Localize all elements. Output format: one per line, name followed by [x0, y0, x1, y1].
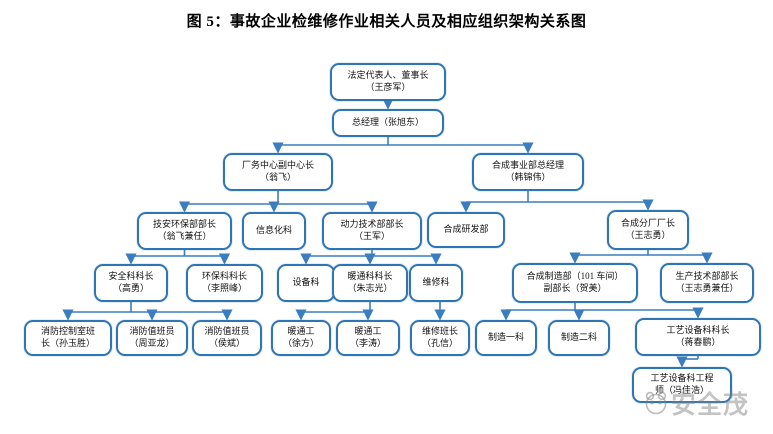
org-node-label: 暖通工 — [354, 326, 382, 337]
org-node-label: （高勇） — [112, 283, 149, 293]
org-node-label: 制造二科 — [560, 332, 597, 343]
org-node-label: 合成事业部总经理 — [491, 160, 564, 171]
org-node-label: 副部长（贺美） — [543, 283, 607, 293]
org-node-legal-rep: 法定代表人、董事长（王彦军） — [330, 63, 446, 101]
org-node-label: 合成研发部 — [443, 224, 489, 235]
org-node-synth-gm: 合成事业部总经理（韩锦伟） — [472, 153, 584, 191]
org-node-label: （周亚龙） — [129, 338, 175, 348]
org-node-label: （翁飞） — [259, 172, 296, 182]
org-node-label: （孔信） — [421, 338, 458, 348]
org-node-label: 总经理（张旭东） — [351, 117, 424, 128]
org-node-fire-duty-2: 消防值班员（侯斌） — [192, 320, 262, 356]
org-node-label: 工艺设备科工程 — [650, 373, 714, 384]
org-node-branch-head: 合成分厂厂长（王志勇） — [607, 210, 689, 250]
org-node-equip-dept: 设备科 — [277, 264, 335, 302]
org-node-label: 师（冯佳浩） — [654, 385, 709, 395]
org-node-power-tech: 动力技术部部长（王军） — [322, 212, 422, 250]
org-node-label: （王志勇兼任） — [675, 283, 739, 293]
org-node-safety-chief: 安全科科长（高勇） — [94, 264, 168, 302]
org-node-mfg-1: 制造一科 — [475, 320, 537, 356]
org-node-label: （朱志光） — [347, 283, 393, 293]
org-node-label: （王志勇） — [625, 230, 671, 240]
org-node-label: 生产技术部部长 — [675, 271, 739, 282]
org-node-label: 环保科科长 — [201, 271, 247, 282]
org-node-tech-env: 技安环保部部长（翁飞兼任） — [137, 212, 232, 250]
org-node-label: 技安环保部部长 — [152, 219, 216, 230]
org-node-label: 长（孙玉胜） — [40, 338, 95, 348]
org-node-hvac-worker-2: 暖通工（李涛） — [336, 320, 400, 356]
org-node-label: 消防值班员 — [129, 326, 175, 337]
org-node-label: 信息化科 — [255, 225, 292, 236]
org-node-label: （韩锦伟） — [505, 172, 551, 182]
org-node-label: （侯斌） — [208, 338, 245, 348]
org-node-label: （蒋春鹏） — [675, 337, 721, 347]
org-node-label: （王军） — [353, 231, 390, 241]
org-node-env-chief: 环保科科长（李照峰） — [186, 264, 263, 302]
org-node-rd-dept: 合成研发部 — [427, 212, 505, 248]
org-node-label: 工艺设备科科长 — [666, 325, 730, 336]
org-node-label: 合成分厂厂长 — [620, 218, 675, 229]
org-node-label: 维修班长 — [421, 326, 458, 337]
org-node-label: 动力技术部部长 — [340, 219, 404, 230]
org-node-label: 法定代表人、董事长 — [347, 70, 429, 81]
org-node-label: 消防值班员 — [204, 326, 250, 337]
figure-title: 图 5：事故企业检维修作业相关人员及相应组织架构关系图 — [186, 14, 587, 30]
org-node-label: 暖通科科长 — [347, 271, 393, 282]
org-node-label: （翁飞兼任） — [157, 231, 212, 241]
panda-logo-icon — [645, 391, 667, 415]
org-node-label: （李涛） — [349, 338, 386, 348]
org-node-mfg-vice: 合成制造部（101 车间）副部长（贺美） — [512, 263, 638, 303]
org-node-mfg-2: 制造二科 — [548, 320, 610, 356]
org-node-hvac-chief: 暖通科科长（朱志光） — [332, 264, 408, 302]
org-node-fire-duty-1: 消防值班员（周亚龙） — [116, 320, 188, 356]
org-node-prod-tech: 生产技术部部长（王志勇兼任） — [660, 263, 754, 303]
org-node-label: （李照峰） — [201, 283, 247, 293]
watermark-text: 安全茂 — [671, 391, 750, 419]
org-node-info-dept: 信息化科 — [242, 212, 306, 250]
org-node-label: 暖通工 — [287, 326, 315, 337]
org-node-label: 制造一科 — [487, 332, 524, 343]
org-node-label: 安全科科长 — [108, 271, 154, 282]
org-node-label: 消防控制室班 — [40, 326, 95, 337]
org-node-label: （王彦军） — [365, 82, 411, 92]
org-node-maint-leader: 维修班长（孔信） — [410, 320, 470, 356]
watermark: 安全茂 — [642, 385, 749, 421]
org-node-maint-dept: 维修科 — [409, 264, 463, 302]
org-node-hvac-worker-1: 暖通工（徐方） — [271, 320, 331, 356]
org-node-label: （徐方） — [282, 338, 319, 348]
org-node-gm: 总经理（张旭东） — [332, 109, 444, 137]
org-node-label: 设备科 — [292, 277, 320, 288]
org-node-factory-vice: 厂务中心副中心长（翁飞） — [223, 153, 333, 191]
org-node-label: 厂务中心副中心长 — [241, 160, 314, 171]
org-node-fire-ctrl: 消防控制室班长（孙玉胜） — [24, 320, 112, 356]
org-node-label: 维修科 — [422, 277, 450, 288]
org-node-process-chief: 工艺设备科科长（蒋春鹏） — [635, 318, 761, 356]
org-node-label: 合成制造部（101 车间） — [526, 271, 624, 282]
